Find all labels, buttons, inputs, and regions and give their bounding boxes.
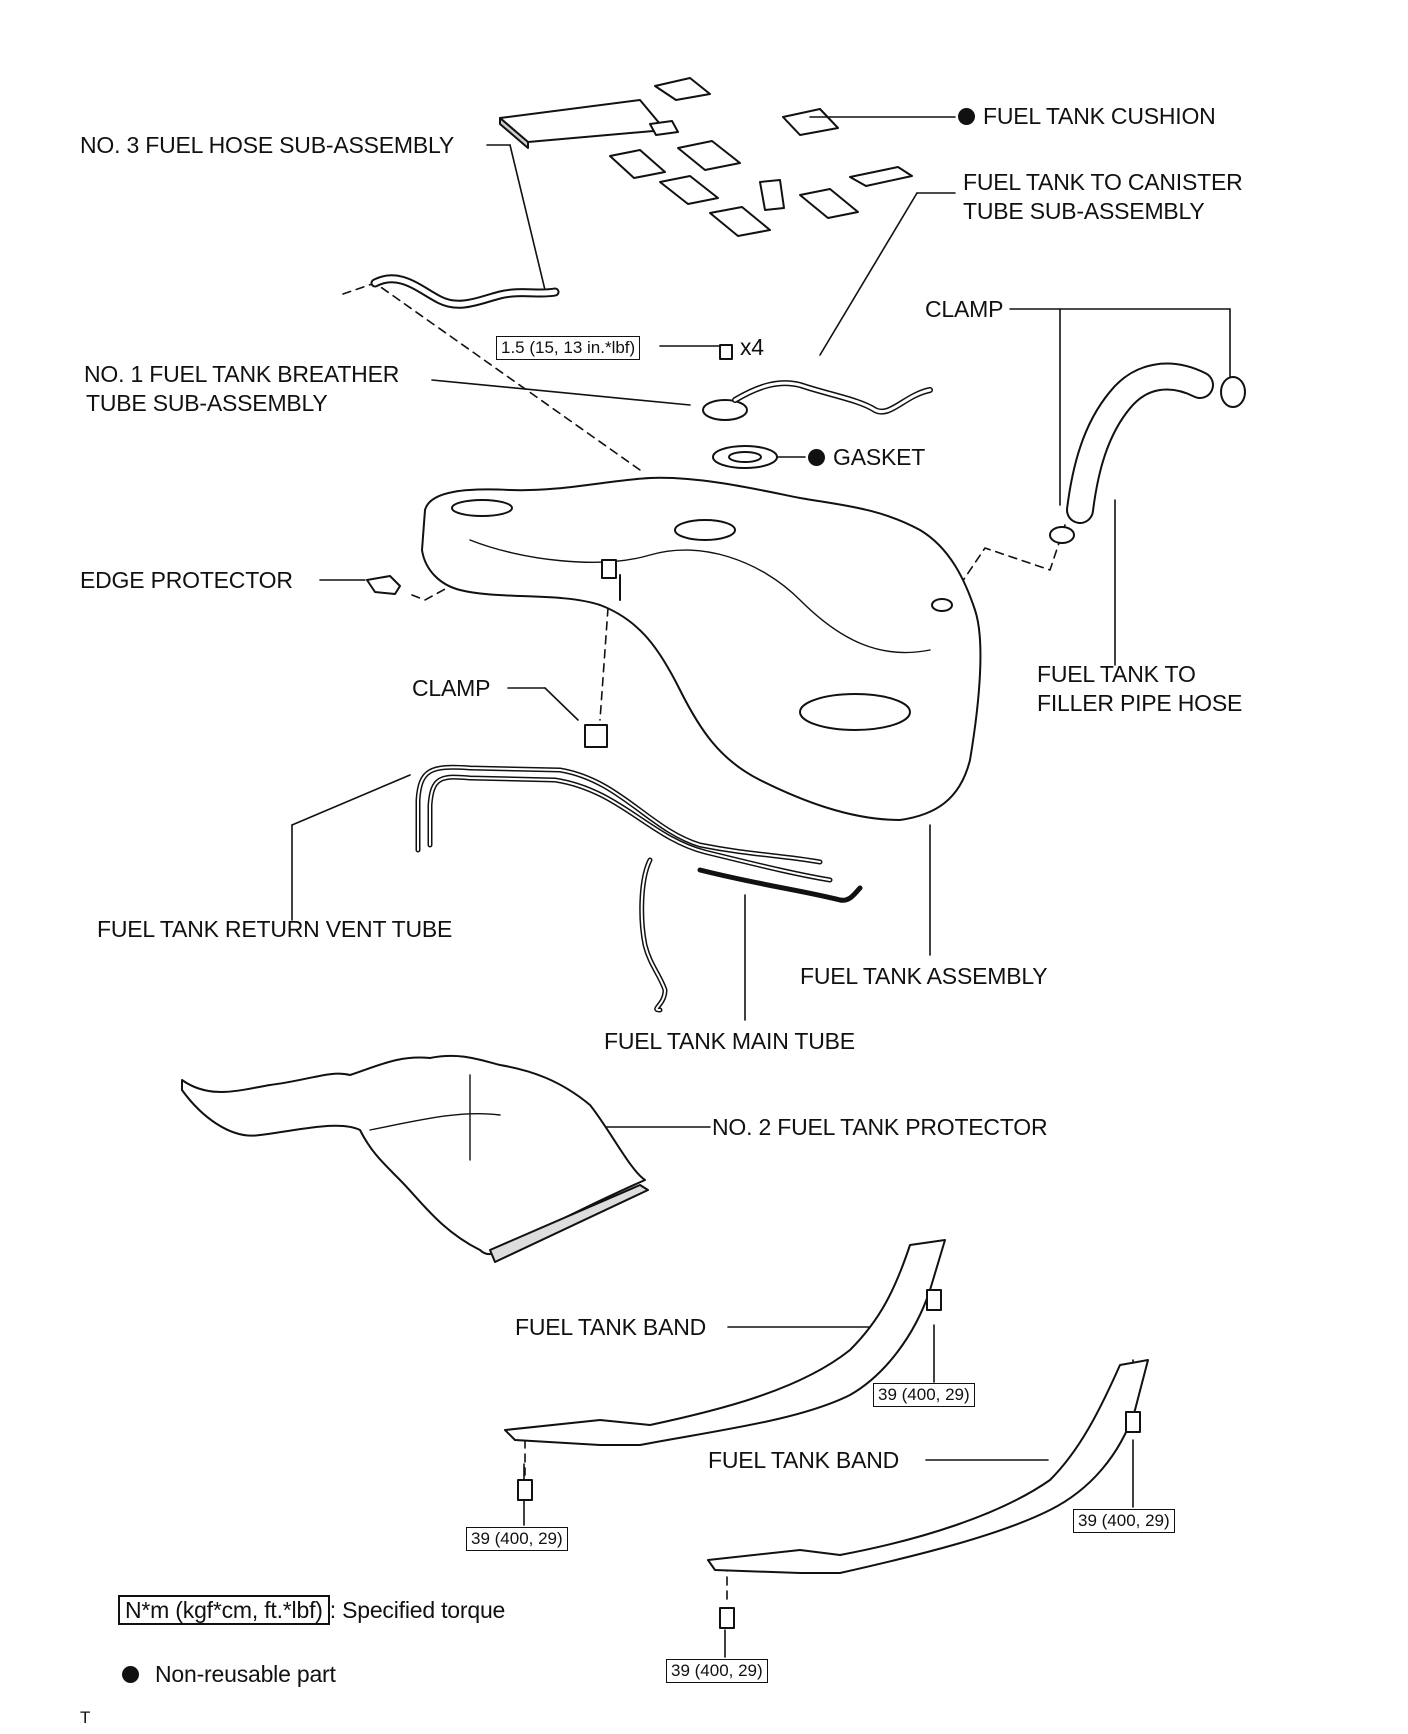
no3-fuel-hose-label: NO. 3 FUEL HOSE SUB-ASSEMBLY <box>80 132 455 158</box>
filler-hose-label-line2: FILLER PIPE HOSE <box>1037 690 1243 716</box>
band2-front-torque: 39 (400, 29) <box>666 1659 768 1683</box>
clamp-top-label: CLAMP <box>925 296 1004 322</box>
nonreusable-legend: Non-reusable part <box>122 1660 336 1689</box>
gasket-label: GASKET <box>808 443 925 472</box>
breather-tube <box>702 344 933 469</box>
fuel-tank-cushion-label: FUEL TANK CUSHION <box>958 102 1216 131</box>
footer-mark: T <box>80 1708 91 1727</box>
fuel-tubes <box>415 764 863 1013</box>
torque-legend: N*m (kgf*cm, ft.*lbf): Specified torque <box>118 1595 506 1625</box>
fuel-tank-cushions <box>499 77 913 237</box>
fuel-tank-body <box>421 476 982 821</box>
fuel-tank-band-1-label: FUEL TANK BAND <box>515 1314 707 1340</box>
edge-protector <box>366 575 401 595</box>
x4-label: x4 <box>740 334 764 360</box>
fuel-tank-assembly-label: FUEL TANK ASSEMBLY <box>800 963 1048 989</box>
fuel-tank-bands <box>504 1239 1149 1574</box>
edge-protector-label: EDGE PROTECTOR <box>80 567 293 593</box>
no2-fuel-tank-protector <box>181 1054 649 1263</box>
band1-front-torque: 39 (400, 29) <box>466 1527 568 1551</box>
canister-tube-label-line2: TUBE SUB-ASSEMBLY <box>963 198 1205 224</box>
clamp-mid <box>584 724 608 748</box>
torque-unit-box: N*m (kgf*cm, ft.*lbf) <box>118 1595 330 1625</box>
breather-tube-label-line1: NO. 1 FUEL TANK BREATHER <box>84 361 400 387</box>
canister-tube-label-line1: FUEL TANK TO CANISTER <box>963 169 1243 195</box>
nonreusable-dot-icon <box>122 1666 139 1683</box>
band1-rear-torque: 39 (400, 29) <box>873 1383 975 1407</box>
nonreusable-dot-icon <box>958 108 975 125</box>
return-vent-tube-label: FUEL TANK RETURN VENT TUBE <box>97 916 453 942</box>
nonreusable-dot-icon <box>808 449 825 466</box>
nonreusable-legend-desc: Non-reusable part <box>155 1661 336 1687</box>
bolts <box>517 1289 1141 1629</box>
no3-fuel-hose <box>370 274 560 309</box>
filler-hose-label-line1: FUEL TANK TO <box>1037 661 1196 687</box>
fuel-tank-band-2-label: FUEL TANK BAND <box>708 1447 900 1473</box>
filler-pipe-hose <box>1049 362 1246 544</box>
clamp-mid-label: CLAMP <box>412 675 491 701</box>
fuel-tubes-inner <box>417 766 831 1011</box>
breather-screw-torque: 1.5 (15, 13 in.*lbf) <box>496 336 641 360</box>
leader-lines <box>291 116 1231 1658</box>
band2-rear-torque: 39 (400, 29) <box>1073 1509 1175 1533</box>
torque-legend-desc: : Specified torque <box>329 1597 506 1623</box>
main-tube-label: FUEL TANK MAIN TUBE <box>604 1028 855 1054</box>
breather-tube-label-line2: TUBE SUB-ASSEMBLY <box>86 390 328 416</box>
no2-protector-label: NO. 2 FUEL TANK PROTECTOR <box>712 1114 1048 1140</box>
